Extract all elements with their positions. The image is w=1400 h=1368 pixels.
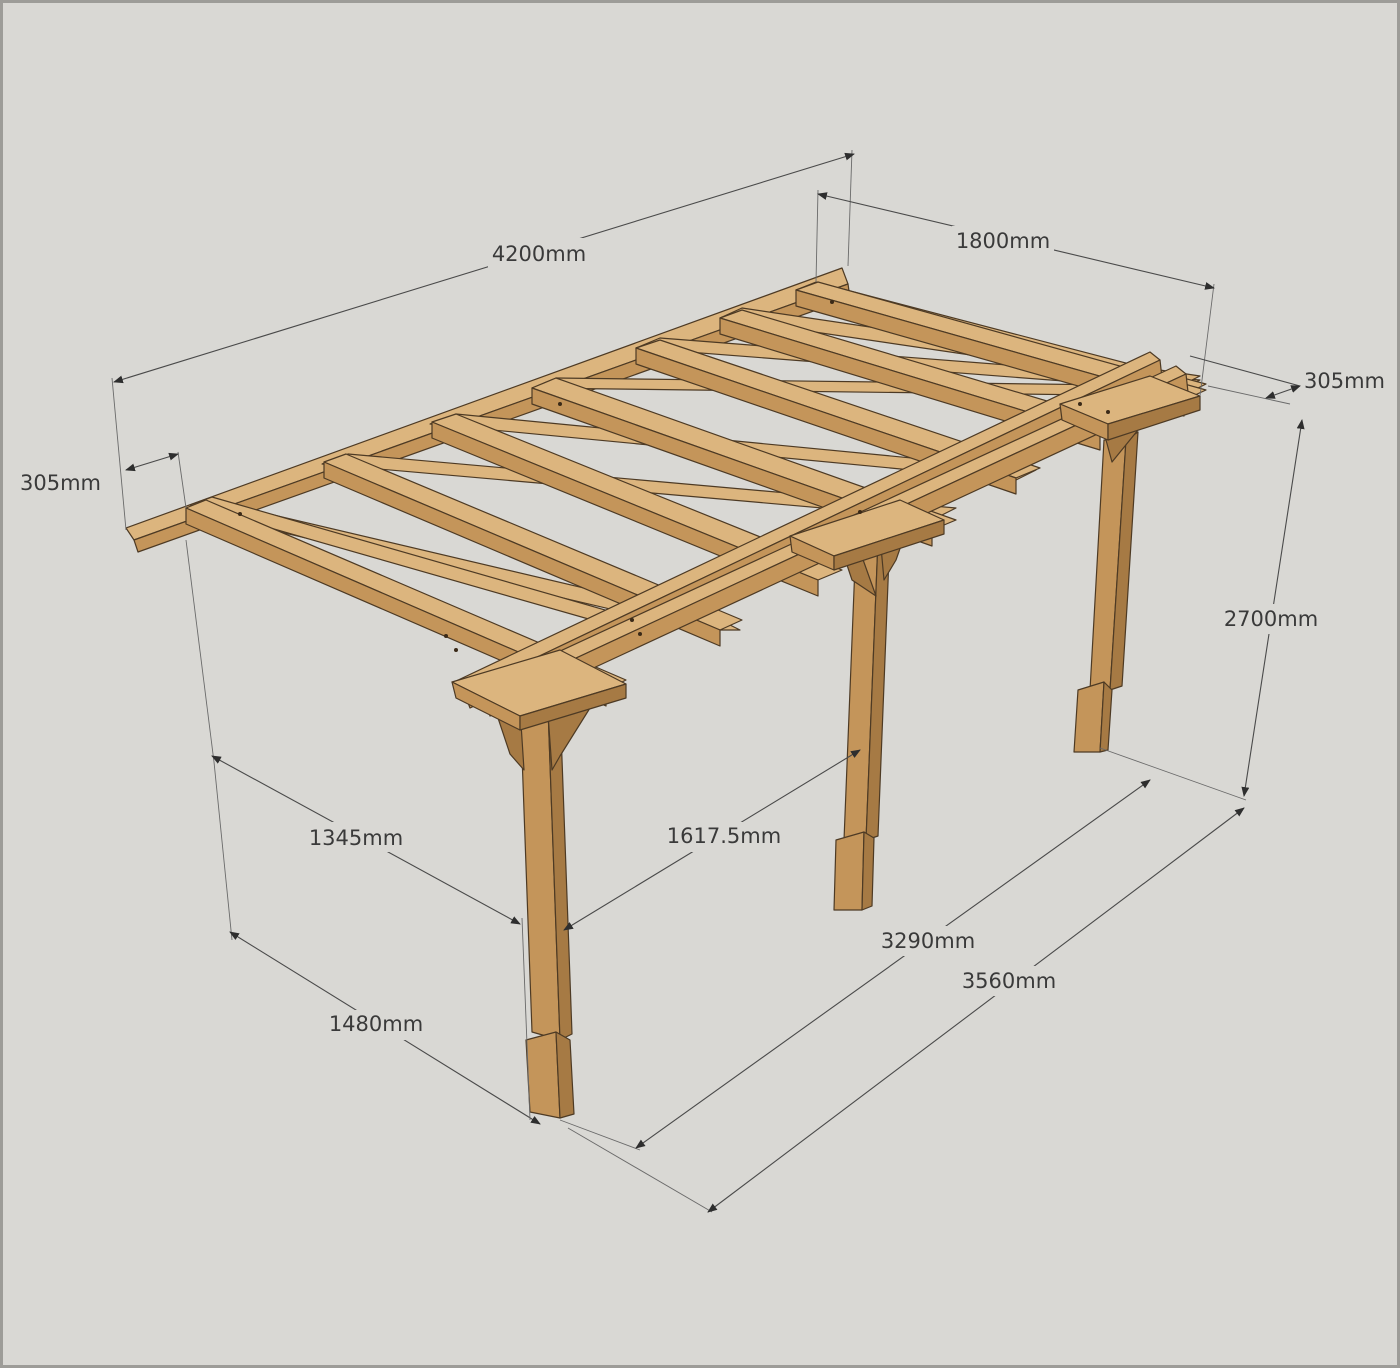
- label-side-span-inner: 3290mm: [881, 929, 975, 953]
- label-overall-length: 4200mm: [492, 242, 586, 266]
- label-mid-post-span: 1617.5mm: [667, 824, 781, 848]
- label-overhang-left: 305mm: [20, 471, 101, 495]
- post-middle: [831, 519, 911, 911]
- dim-line-3560: [707, 807, 1245, 1213]
- middle-crossbeam: [789, 499, 945, 571]
- front-crossbeam: [451, 649, 627, 731]
- label-front-span-b: 1480mm: [329, 1012, 423, 1036]
- label-side-span-outer: 3560mm: [962, 969, 1056, 993]
- dim-line-305-right: [1189, 355, 1301, 387]
- post-front: [495, 699, 591, 1119]
- label-overhang-right: 305mm: [1304, 369, 1385, 393]
- dim-line-305-left: [125, 452, 179, 472]
- label-front-span-a: 1345mm: [309, 826, 403, 850]
- label-height: 2700mm: [1224, 607, 1318, 631]
- dim-line-4200: [113, 152, 855, 384]
- label-overall-width: 1800mm: [956, 229, 1050, 253]
- bolts: [238, 300, 1110, 652]
- dimension-labels: 4200mm 1800mm 305mm 305mm 2700mm 1345mm …: [20, 226, 1385, 1040]
- rafter-set: [185, 281, 1207, 707]
- dimension-lines: [111, 149, 1305, 1213]
- post-back-right: [1073, 401, 1139, 753]
